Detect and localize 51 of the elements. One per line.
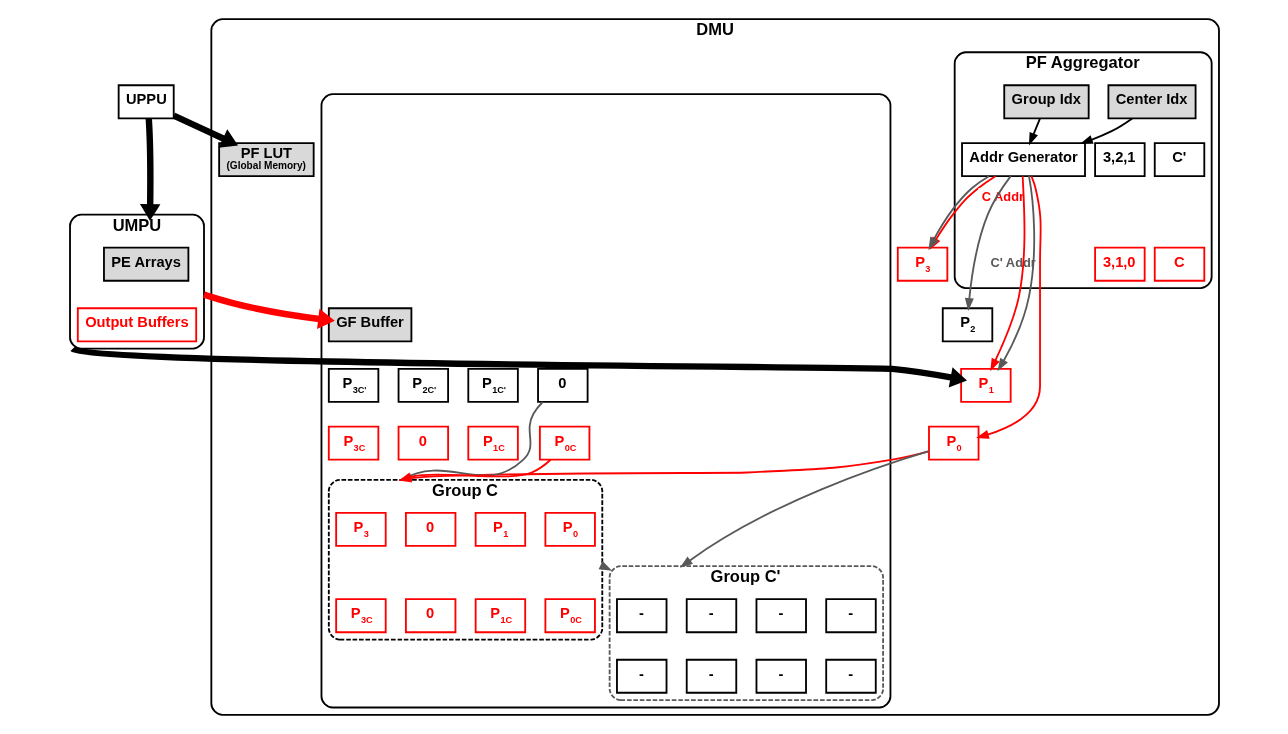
arrow — [997, 175, 1035, 372]
arrow — [139, 118, 160, 221]
node-box: P$_{1C}$ — [466, 425, 519, 461]
node-box: P$_{1C'}$ — [466, 367, 519, 403]
node-box: P$_{3C}$ — [327, 425, 379, 461]
node-box: - — [824, 658, 877, 694]
node-box: P$_{0C}$ — [543, 598, 596, 634]
arrow — [989, 175, 1025, 372]
node-box: GF Buffer — [327, 307, 412, 343]
node-box: P$_{0}$ — [543, 512, 596, 547]
node-box: Output Buffers — [76, 307, 197, 343]
node-box: P$_{0}$ — [927, 425, 979, 461]
node-box: 0 — [397, 425, 449, 461]
arrow — [964, 175, 1012, 311]
node-box: PE Arrays — [102, 246, 189, 282]
node-box: - — [615, 598, 667, 634]
arrow — [71, 345, 967, 388]
node-box: - — [685, 598, 737, 634]
node-box: P$_{3C}$ — [334, 598, 387, 634]
node-box: Addr Generator — [960, 142, 1086, 178]
node-box: P$_{2}$ — [941, 307, 993, 343]
node-box: P$_{0C}$ — [538, 425, 590, 461]
node-box: P$_{1}$ — [474, 512, 526, 547]
node-box: C' — [1153, 142, 1205, 178]
node-box: C — [1153, 246, 1205, 282]
node-box: PF LUT (Global Memory) — [217, 142, 315, 178]
node-box: P$_{1C}$ — [474, 598, 526, 634]
node-box: 3,1,0 — [1093, 246, 1146, 282]
arrow — [171, 112, 238, 148]
arrow — [1028, 117, 1041, 146]
node-box: P$_{3C'}$ — [327, 367, 379, 403]
node-box: UPPU — [117, 84, 175, 120]
arrow — [1079, 117, 1133, 144]
node-box: Center Idx — [1107, 84, 1196, 120]
arrow — [679, 450, 930, 568]
node-box: P$_{3}$ — [896, 246, 948, 282]
node-box: - — [824, 598, 877, 634]
node-box: - — [685, 658, 737, 694]
node-box: 0 — [404, 598, 456, 634]
node-box: Group Idx — [1002, 84, 1090, 120]
cluster — [320, 93, 891, 709]
node-box: 0 — [536, 367, 588, 403]
node-box: P$_{1}$ — [959, 367, 1012, 403]
node-box: P$_{3}$ — [334, 512, 387, 547]
node-box: - — [755, 598, 807, 634]
node-box: - — [755, 658, 807, 694]
node-box: P$_{2C'}$ — [397, 367, 449, 403]
arrow — [202, 291, 335, 329]
node-box: 0 — [404, 512, 456, 547]
node-box: - — [615, 658, 667, 694]
node-box: 3,2,1 — [1093, 142, 1146, 178]
